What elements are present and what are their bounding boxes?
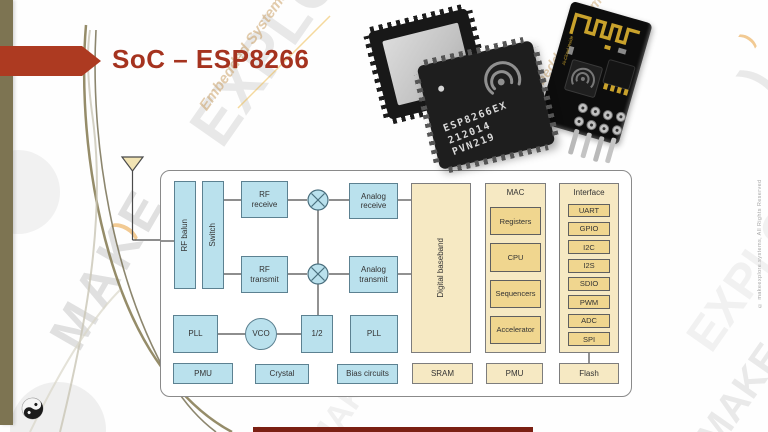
block-divider: 1/2 xyxy=(301,315,333,353)
block-accelerator: Accelerator xyxy=(490,315,541,344)
block-sequencers: Sequencers xyxy=(490,279,541,308)
watermark-explore: EXPLORE xyxy=(176,0,404,159)
block-analog-transmit: Analog transmit xyxy=(349,256,398,293)
watermark-make: MAKE xyxy=(38,177,178,360)
mixer-top-icon xyxy=(307,189,329,211)
block-mac: MAC Registers CPU Sequencers Accelerator xyxy=(485,183,546,353)
bottom-accent-bar xyxy=(253,427,533,432)
pin1-marker xyxy=(437,85,445,93)
block-pmu-right: PMU xyxy=(486,363,543,384)
through-holes xyxy=(574,103,626,136)
esp8266-chip-photo-front: ESP8266EX 212014 PVN219 xyxy=(413,37,559,173)
block-i2s: I2S xyxy=(568,258,610,273)
block-interface: Interface UART GPIO I2C I2S SDIO PWM ADC… xyxy=(559,183,619,353)
block-cpu: CPU xyxy=(490,243,541,272)
block-registers: Registers xyxy=(490,207,541,236)
block-uart: UART xyxy=(568,203,610,218)
block-bias-circuits: Bias circuits xyxy=(337,364,398,384)
watermark-paren-topright: ) xyxy=(726,55,768,107)
block-pll-left: PLL xyxy=(173,315,218,353)
block-flash: Flash xyxy=(559,363,619,384)
mixer-bottom-icon xyxy=(307,263,329,285)
copyright-text: © makeexplore.systems, All Rights Reserv… xyxy=(757,179,763,308)
block-rf-receive: RF receive xyxy=(241,181,288,218)
block-sdio: SDIO xyxy=(568,277,610,291)
block-i2c: I2C xyxy=(568,240,610,255)
block-sram: SRAM xyxy=(412,363,473,384)
block-pll-right: PLL xyxy=(350,315,398,353)
espressif-logo-icon xyxy=(484,61,522,95)
block-vco: VCO xyxy=(245,318,277,350)
block-analog-receive: Analog receive xyxy=(349,183,398,219)
pcb-antenna xyxy=(569,12,641,46)
block-adc: ADC xyxy=(568,313,610,328)
header-pins xyxy=(568,129,617,164)
block-switch: Switch xyxy=(202,181,224,289)
block-spi: SPI xyxy=(568,332,610,346)
block-gpio: GPIO xyxy=(568,221,610,236)
soc-block-diagram: RF balun Switch RF receive RF transmit A… xyxy=(160,170,632,397)
block-digital-baseband: Digital baseband xyxy=(411,183,471,353)
left-accent-bar xyxy=(0,0,13,425)
block-rf-balun: RF balun xyxy=(174,181,196,289)
watermark-explore-right: EXPLORE xyxy=(676,142,768,361)
watermark-paren-topright-orange: ) xyxy=(734,28,760,49)
esp01-module-photo: Ai-Cloud inside xyxy=(537,0,653,164)
block-crystal: Crystal xyxy=(255,364,309,384)
watermark-paren-left: ) xyxy=(107,216,142,242)
watermark-make-bottomright: MAKE xyxy=(688,335,768,432)
title-ribbon xyxy=(0,46,101,76)
block-pmu-left: PMU xyxy=(173,363,233,384)
page-title: SoC – ESP8266 xyxy=(112,44,310,74)
interface-label: Interface xyxy=(573,188,605,197)
block-rf-transmit: RF transmit xyxy=(241,256,288,293)
block-pwm: PWM xyxy=(568,295,610,310)
module-detail: Ai-Cloud inside xyxy=(561,12,641,164)
yinyang-logo-icon xyxy=(21,397,44,420)
mac-label: MAC xyxy=(506,188,525,197)
